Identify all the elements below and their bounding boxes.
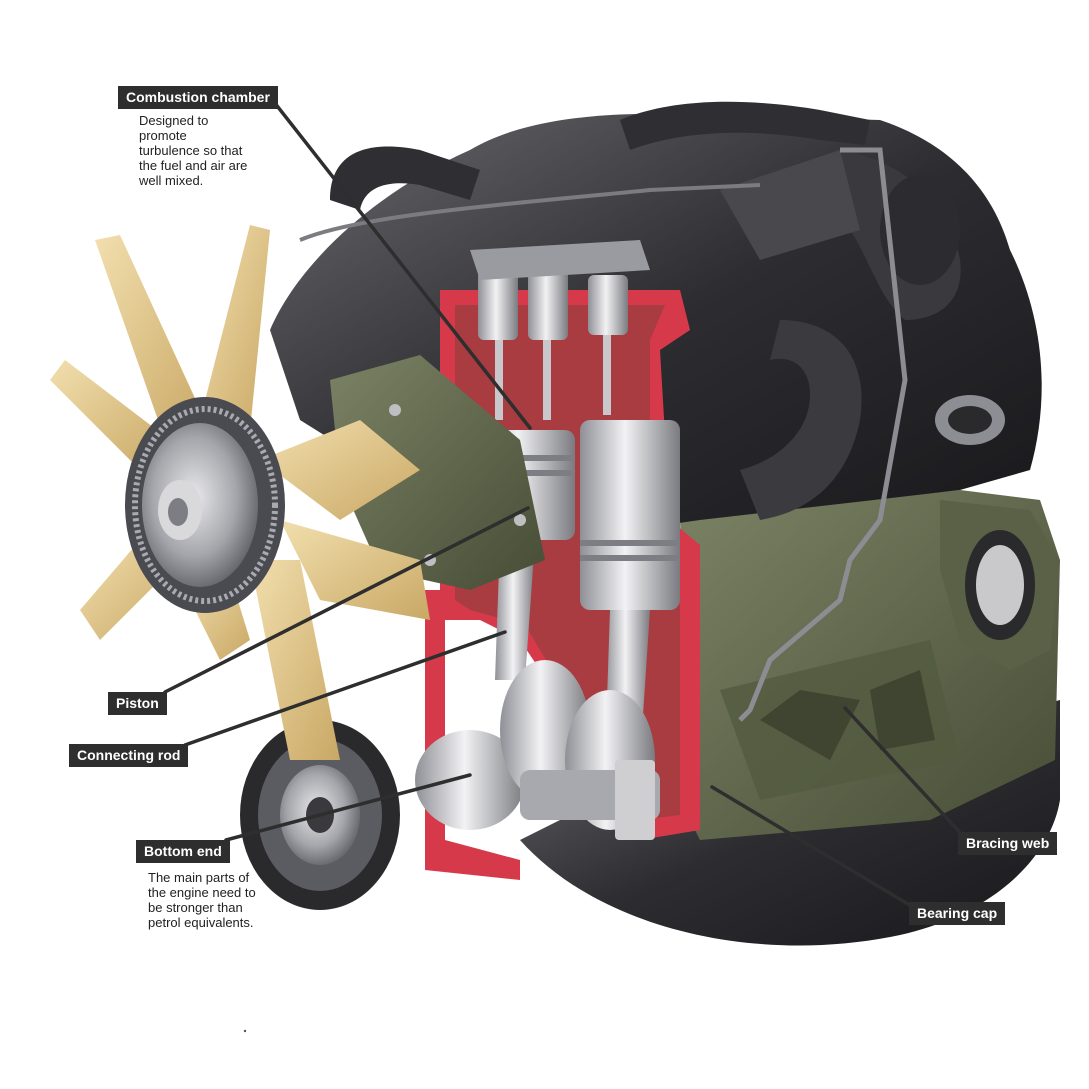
piston-leader [163, 506, 530, 694]
leader-lines [163, 100, 967, 909]
combustion-chamber-label: Combustion chamber [118, 86, 278, 109]
exhaust-pipe [740, 320, 1005, 520]
stray-dot [243, 1029, 247, 1033]
bracing-web-leader [843, 706, 967, 840]
crankshaft [415, 660, 660, 840]
bracing-web-label: Bracing web [958, 832, 1058, 855]
combustion-chamber-description: Designed to promote turbulence so that t… [139, 113, 248, 188]
bearing-cap-label: Bearing cap [909, 902, 1006, 925]
coolant-hose [299, 101, 908, 722]
timing-cover [330, 355, 545, 590]
fan-hub [125, 397, 285, 613]
bottom-end-leader [224, 773, 472, 842]
bearing-cap-leader [710, 785, 915, 909]
combustion-chamber-leader [272, 100, 532, 430]
connecting-rod-label: Connecting rod [69, 744, 189, 767]
piston-label: Piston [108, 692, 167, 715]
bottom-end-label: Bottom end [136, 840, 230, 863]
connecting-rod-leader [183, 630, 507, 747]
valve-train [470, 240, 650, 420]
flywheel-housing [940, 500, 1060, 670]
bottom-end-description: The main parts of the engine need to be … [148, 870, 256, 930]
